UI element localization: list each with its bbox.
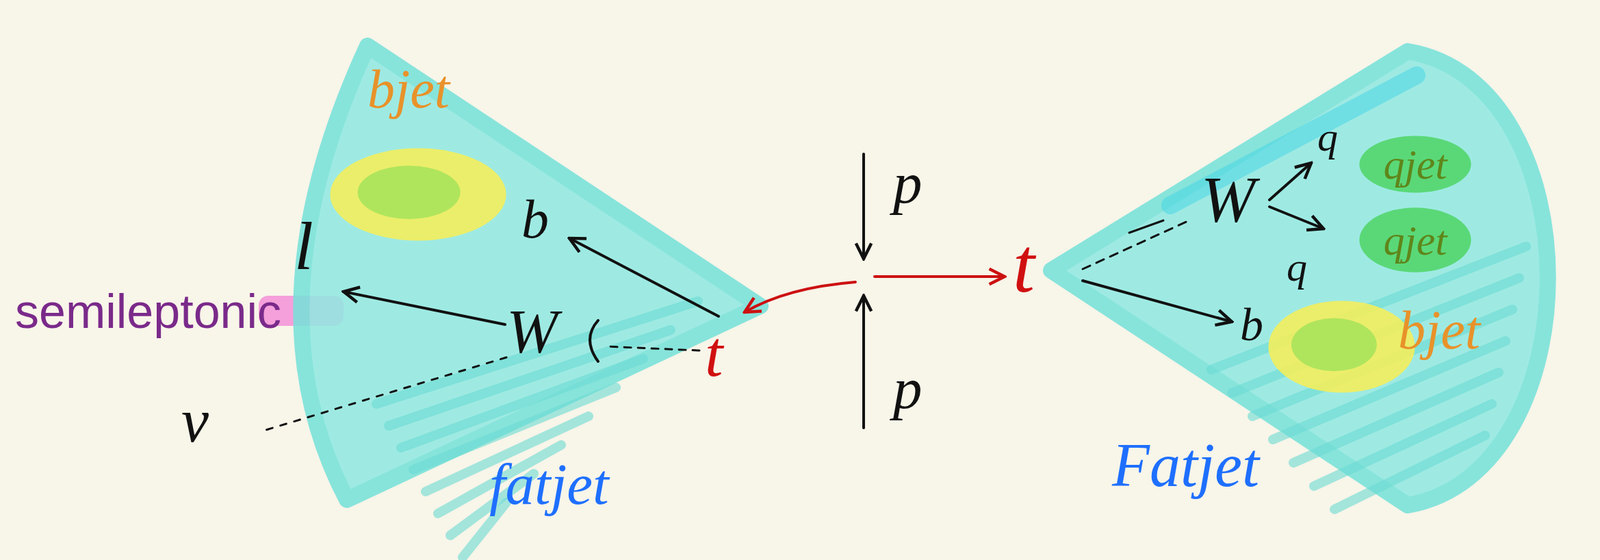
- jet-label: fatjet: [489, 455, 610, 514]
- fatjet-region: Fatjet qjet qjet bjet: [1033, 34, 1581, 527]
- jet-blob-core: [357, 165, 461, 219]
- particle-label: p: [893, 359, 923, 418]
- cone-streak: [1231, 277, 1520, 393]
- jet-blob-region: bjet: [1265, 295, 1418, 398]
- jet-label: bjet: [1398, 302, 1481, 358]
- particle-label: W: [1201, 167, 1256, 233]
- particle-label: q: [1286, 246, 1308, 288]
- jet-blob: [329, 148, 506, 241]
- particle-label: l: [294, 212, 314, 281]
- node-shape: [273, 34, 781, 527]
- cone-streak: [1334, 435, 1486, 510]
- node-shape: [1265, 295, 1418, 398]
- top-line: [874, 275, 1005, 278]
- jet-label: qjet: [1383, 218, 1448, 262]
- cone-streak: [401, 358, 644, 448]
- particle-label: t: [1012, 225, 1035, 305]
- fatjet-cone: [301, 45, 761, 500]
- fatjet-region: fatjet bjet: [273, 34, 781, 527]
- jet-blob-core: [1291, 318, 1377, 371]
- proton-beam: [862, 295, 866, 428]
- particle-label: W: [506, 301, 558, 363]
- jet-label: bjet: [367, 61, 450, 117]
- cone-streak: [376, 301, 699, 404]
- particle-label: b: [521, 191, 549, 247]
- jet-blob: [1268, 300, 1415, 393]
- proton-beam: [862, 153, 866, 259]
- jet-blob-region: qjet: [1357, 203, 1474, 276]
- particle-label: ν: [181, 390, 209, 452]
- node-shape: [326, 143, 510, 246]
- jet-blob: [1359, 136, 1471, 193]
- jet-blob: [1359, 207, 1471, 273]
- particle-label: t: [704, 321, 723, 387]
- decay-mode-label: semileptonic: [15, 287, 282, 336]
- jet-label: qjet: [1383, 143, 1448, 186]
- jet-blob-region: qjet: [1357, 132, 1474, 196]
- jet-blob-region: bjet: [326, 143, 510, 246]
- jet-label: Fatjet: [1112, 434, 1260, 497]
- particle-label: p: [893, 153, 923, 213]
- particle-label: b: [1240, 301, 1264, 348]
- particle-label: q: [1317, 116, 1338, 158]
